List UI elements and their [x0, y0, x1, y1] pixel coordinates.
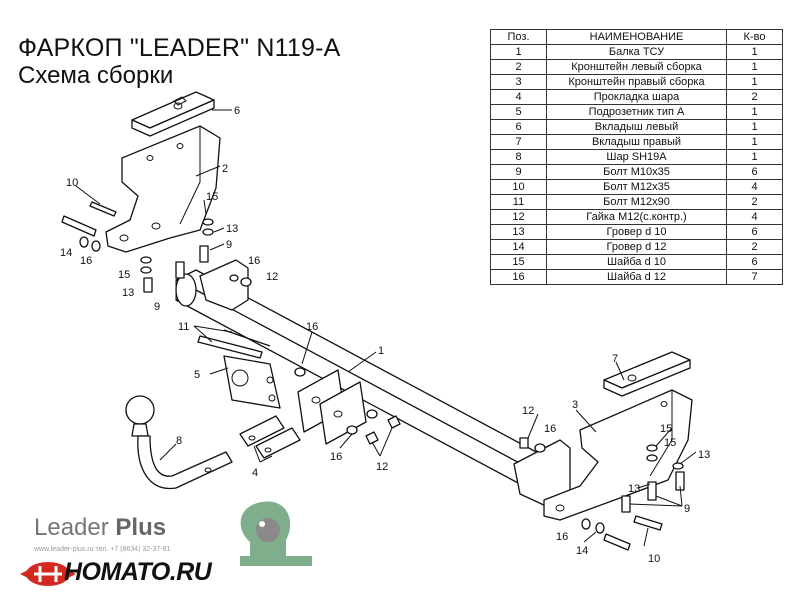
cell-name: Гровер d 10 — [546, 224, 727, 240]
callout-9a: 9 — [226, 239, 232, 251]
beam-plates — [297, 369, 367, 445]
left-insert-part — [131, 91, 215, 137]
right-bracket-part — [543, 389, 693, 521]
cell-pos: 13 — [490, 224, 547, 240]
callout-1: 1 — [378, 345, 384, 357]
callout-13b: 13 — [122, 287, 134, 299]
callout-9b: 9 — [154, 301, 160, 313]
callout-13c: 13 — [698, 449, 710, 461]
callout-16f: 16 — [556, 531, 568, 543]
socket-bracket-part — [223, 355, 281, 409]
cell-name: Вкладыш левый — [546, 119, 727, 135]
page-subtitle: Схема сборки — [18, 62, 174, 89]
left-bracket-part — [105, 125, 221, 253]
callout-14a: 14 — [60, 247, 72, 259]
callout-13a: 13 — [226, 223, 238, 235]
cell-name: Кронштейн левый сборка — [546, 59, 727, 75]
col-header-pos: Поз. — [490, 29, 547, 45]
callout-16c: 16 — [306, 321, 318, 333]
callout-11: 11 — [178, 321, 189, 333]
cell-name: Прокладка шара — [546, 89, 727, 105]
ball-spacer-plates — [239, 415, 301, 459]
callout-9c: 9 — [684, 503, 690, 515]
cell-name: Подрозетник тип А — [546, 104, 727, 120]
cell-name: Гровер d 12 — [546, 239, 727, 255]
callout-2: 2 — [222, 163, 228, 175]
leader-lines — [75, 109, 697, 547]
callout-12a: 12 — [266, 271, 278, 283]
callout-5: 5 — [194, 369, 200, 381]
contact-line: www.leader-plus.ru тел. +7 (8634) 32-37-… — [34, 546, 171, 553]
callout-13d: 13 — [628, 483, 640, 495]
callout-15c: 15 — [660, 423, 672, 435]
cell-qty: 1 — [726, 104, 783, 120]
homato-brand: HOMATO.RU — [64, 558, 212, 586]
cell-name: Болт М10х35 — [546, 164, 727, 180]
callout-16a: 16 — [80, 255, 92, 267]
callout-15a: 15 — [206, 191, 218, 203]
callout-10a: 10 — [66, 177, 78, 189]
callout-15d: 15 — [664, 437, 676, 449]
fasteners — [61, 201, 685, 551]
callout-12c: 12 — [522, 405, 534, 417]
homato-logo-icon — [20, 562, 76, 586]
tow-ball-part — [125, 395, 233, 490]
callout-3: 3 — [572, 399, 578, 411]
leader-plus-logo-mark — [240, 501, 312, 566]
callout-4: 4 — [252, 467, 258, 479]
table-header-row: Поз. НАИМЕНОВАНИЕ К-во — [490, 29, 783, 45]
callout-labels: 1 2 3 4 5 6 7 8 9 9 10 10 11 12 12 12 13… — [60, 105, 710, 565]
page-title: ФАРКОП "LEADER" N119-A — [18, 34, 341, 62]
callout-15b: 15 — [118, 269, 130, 281]
leader-plus-logo-text: Leader Plus — [34, 514, 167, 541]
callout-16b: 16 — [248, 255, 260, 267]
cell-name: Болт М12х35 — [546, 179, 727, 195]
callout-16e: 16 — [330, 451, 342, 463]
cell-name: Шайба d 12 — [546, 269, 727, 285]
right-insert-part — [603, 351, 691, 397]
callout-16d: 16 — [544, 423, 556, 435]
callout-10b: 10 — [648, 553, 660, 565]
callout-12b: 12 — [376, 461, 388, 473]
callout-8: 8 — [176, 435, 182, 447]
callout-6: 6 — [234, 105, 240, 117]
callout-14b: 14 — [576, 545, 588, 557]
cell-qty: 7 — [726, 269, 783, 285]
callout-7: 7 — [612, 353, 618, 365]
